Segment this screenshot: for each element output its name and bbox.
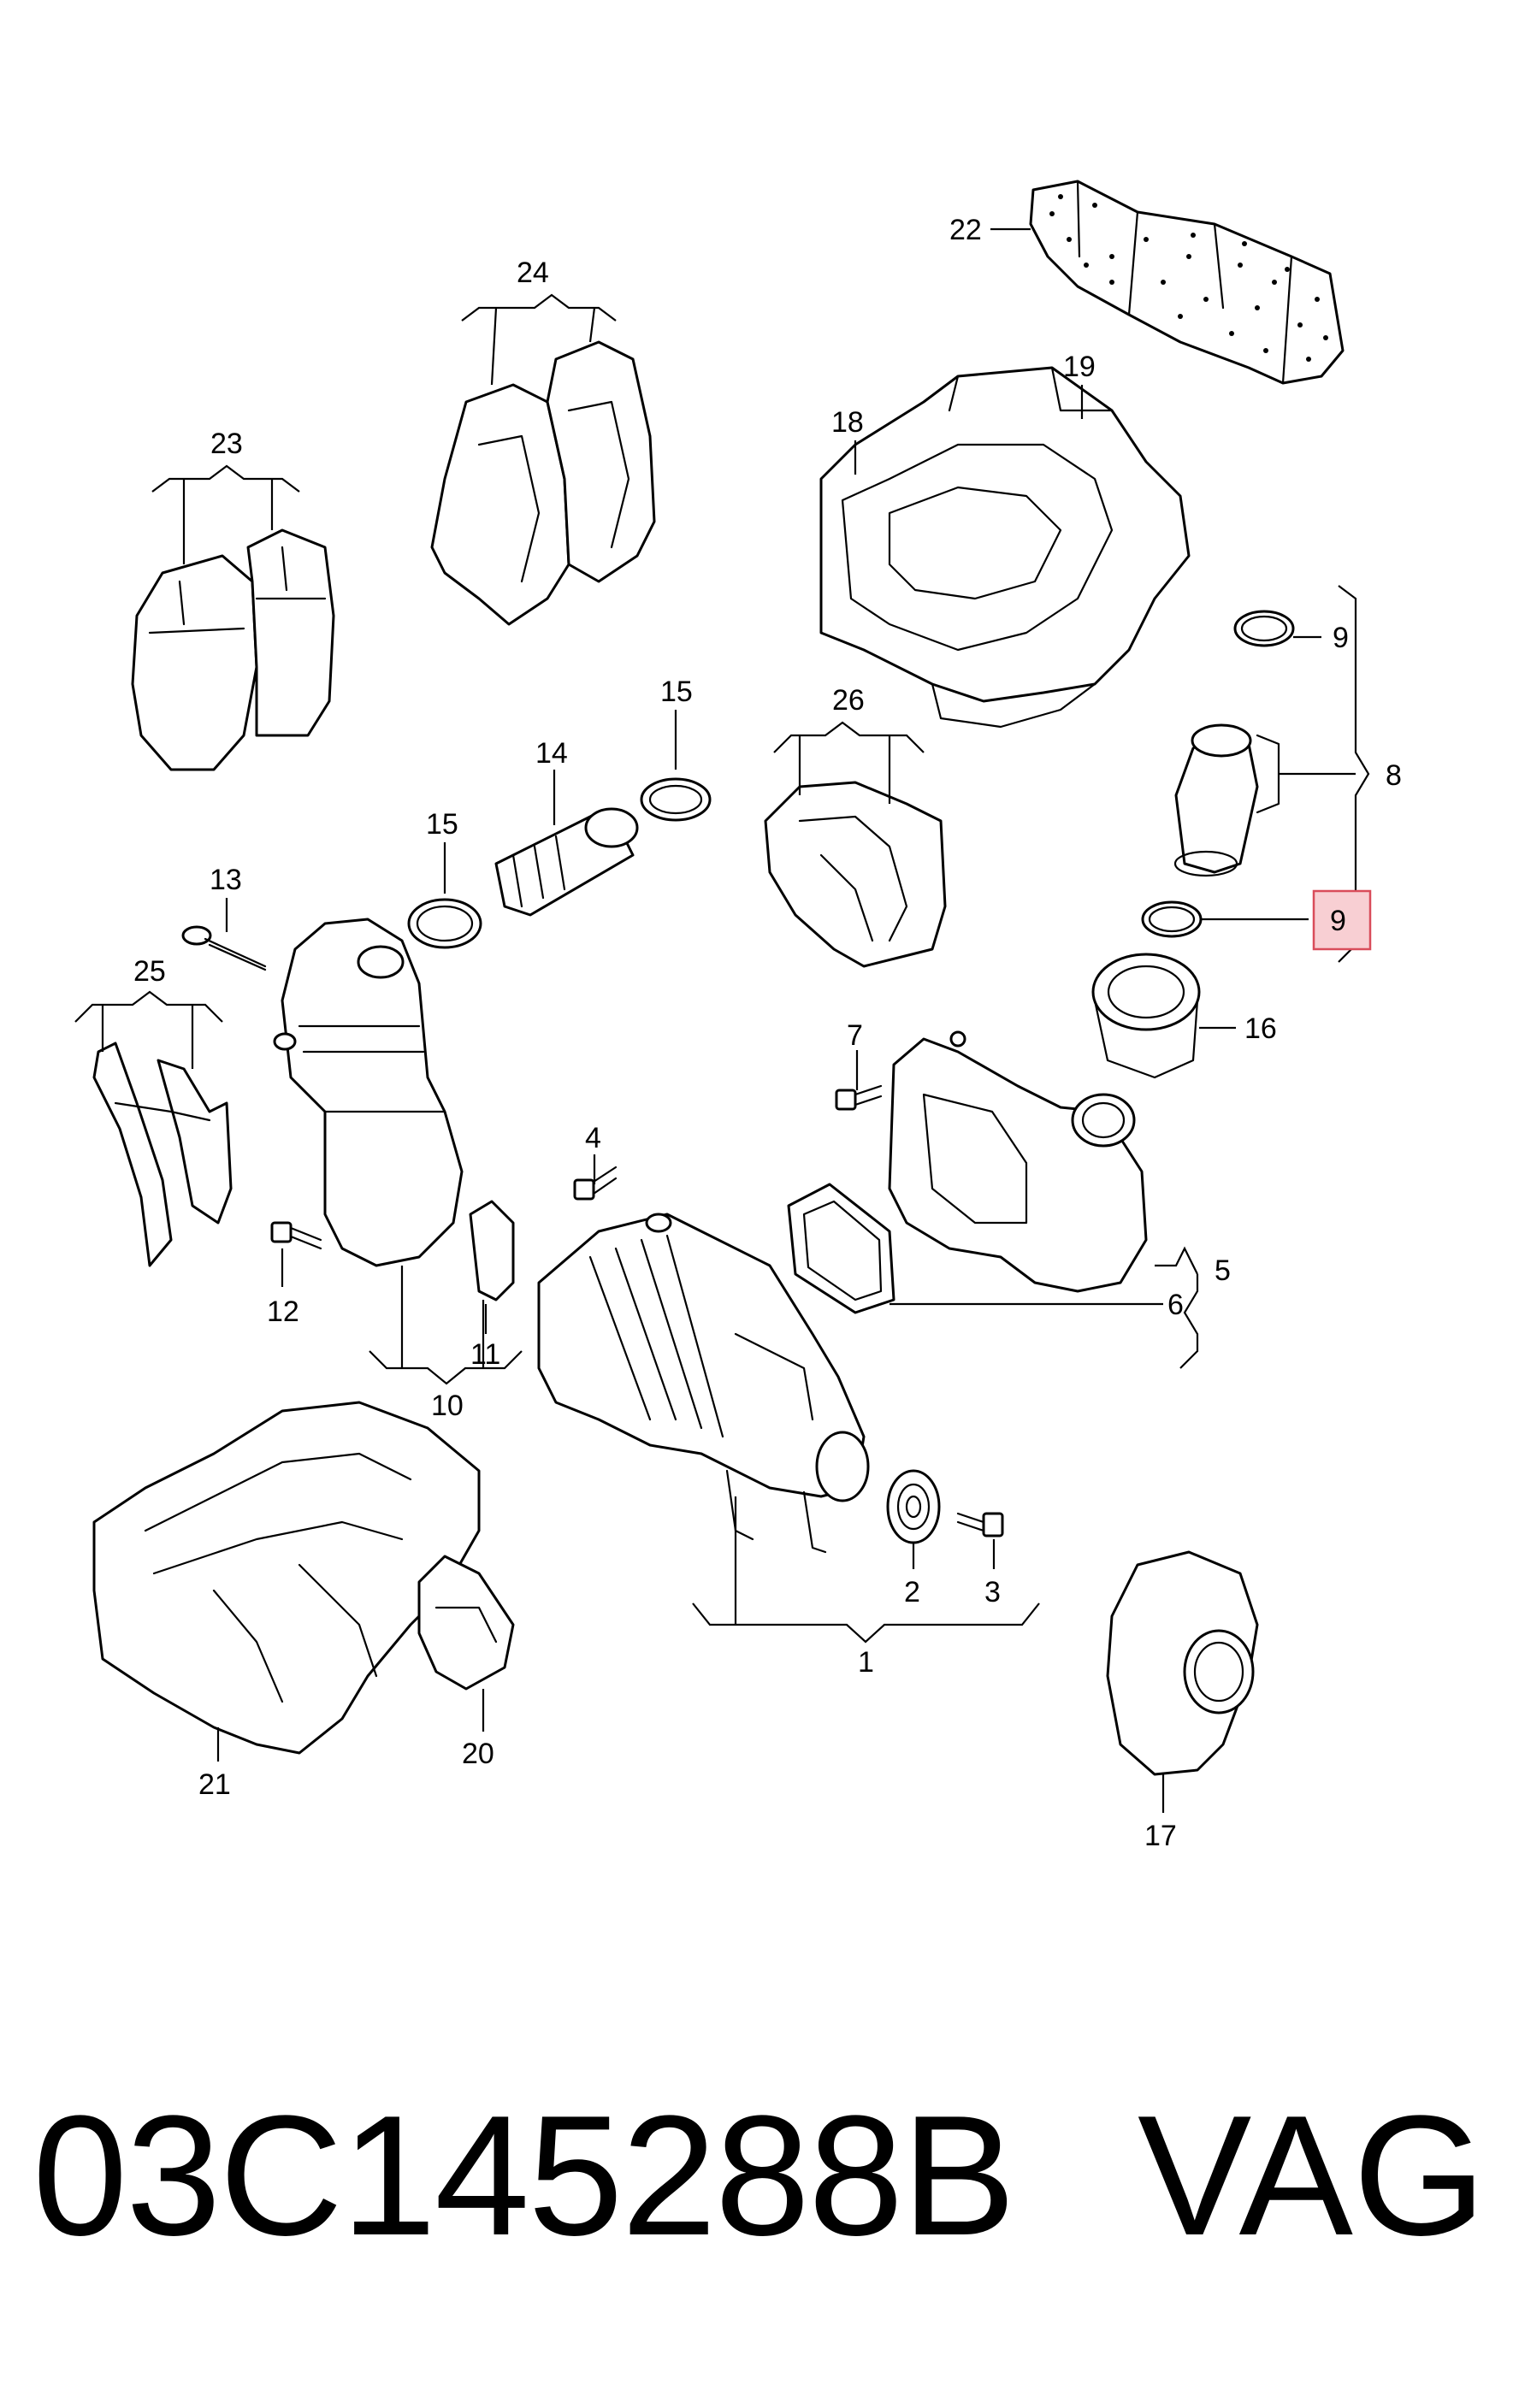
part-24-cover [430,340,656,626]
part-25-bracket [92,1042,233,1267]
callout-9-upper: 9 [1333,622,1349,654]
part-16-adapter [1091,953,1201,1079]
callout-23: 23 [210,428,243,460]
part-15-clamp-lower [407,898,482,949]
callout-10: 10 [431,1390,464,1422]
part-11-gasket [469,1200,515,1301]
callouts: 22 24 19 18 23 9 8 15 26 14 15 13 9 25 1… [133,214,1402,1852]
part-10-housing [273,918,464,1267]
callout-6: 6 [1167,1289,1184,1321]
callout-24: 24 [517,257,549,289]
part-17-elbow [1106,1550,1259,1776]
part-9-o-ring-upper [1233,610,1295,647]
callout-20: 20 [462,1738,494,1770]
callout-26: 26 [832,684,865,717]
part-8-tube [1173,723,1280,877]
callout-12: 12 [267,1295,299,1328]
callout-13: 13 [210,864,242,896]
part-12-bolt [270,1221,322,1250]
part-14-hose [494,807,639,917]
part-4-bolt [573,1166,618,1201]
part-26-bracket [764,781,947,968]
part-15-clamp-upper [640,777,712,822]
callout-22: 22 [949,214,982,246]
callout-1: 1 [858,1646,874,1679]
callout-14: 14 [535,737,568,770]
callout-25: 25 [133,955,166,988]
part-21-cover [92,1401,481,1755]
part-5-housing [888,1030,1148,1293]
part-7-bolt [835,1084,883,1111]
part-9-o-ring-lower [1141,900,1203,938]
callout-16: 16 [1244,1012,1277,1045]
callout-8: 8 [1386,759,1402,792]
callout-15-upper: 15 [660,676,693,708]
brand-label: VAG [1138,2080,1486,2271]
callout-9-lower: 9 [1330,905,1346,937]
callout-19: 19 [1063,351,1096,383]
callout-4: 4 [585,1122,601,1154]
callout-5: 5 [1215,1254,1231,1287]
part-22-heat-shield [1029,180,1345,385]
part-2-pulley [886,1469,941,1544]
part-3-bolt [956,1512,1004,1537]
part-23-cover [131,528,335,771]
part-20-cover [417,1555,515,1691]
part-6-gasket [787,1183,895,1314]
part-1-supercharger [537,1213,870,1554]
part-number: 03C145288B [33,2080,1016,2271]
footer: 03C145288B VAG [0,2086,1519,2266]
callout-3: 3 [984,1576,1001,1608]
callout-11: 11 [470,1338,500,1371]
part-13-screw [181,925,267,971]
callout-7: 7 [847,1019,863,1052]
callout-21: 21 [198,1768,231,1801]
part-18-19-intake-frame [819,366,1191,729]
callout-15-lower: 15 [426,808,458,841]
callout-18: 18 [831,406,864,439]
callout-17: 17 [1144,1820,1177,1852]
callout-2: 2 [904,1576,920,1608]
highlight-box-9 [1312,889,1372,951]
